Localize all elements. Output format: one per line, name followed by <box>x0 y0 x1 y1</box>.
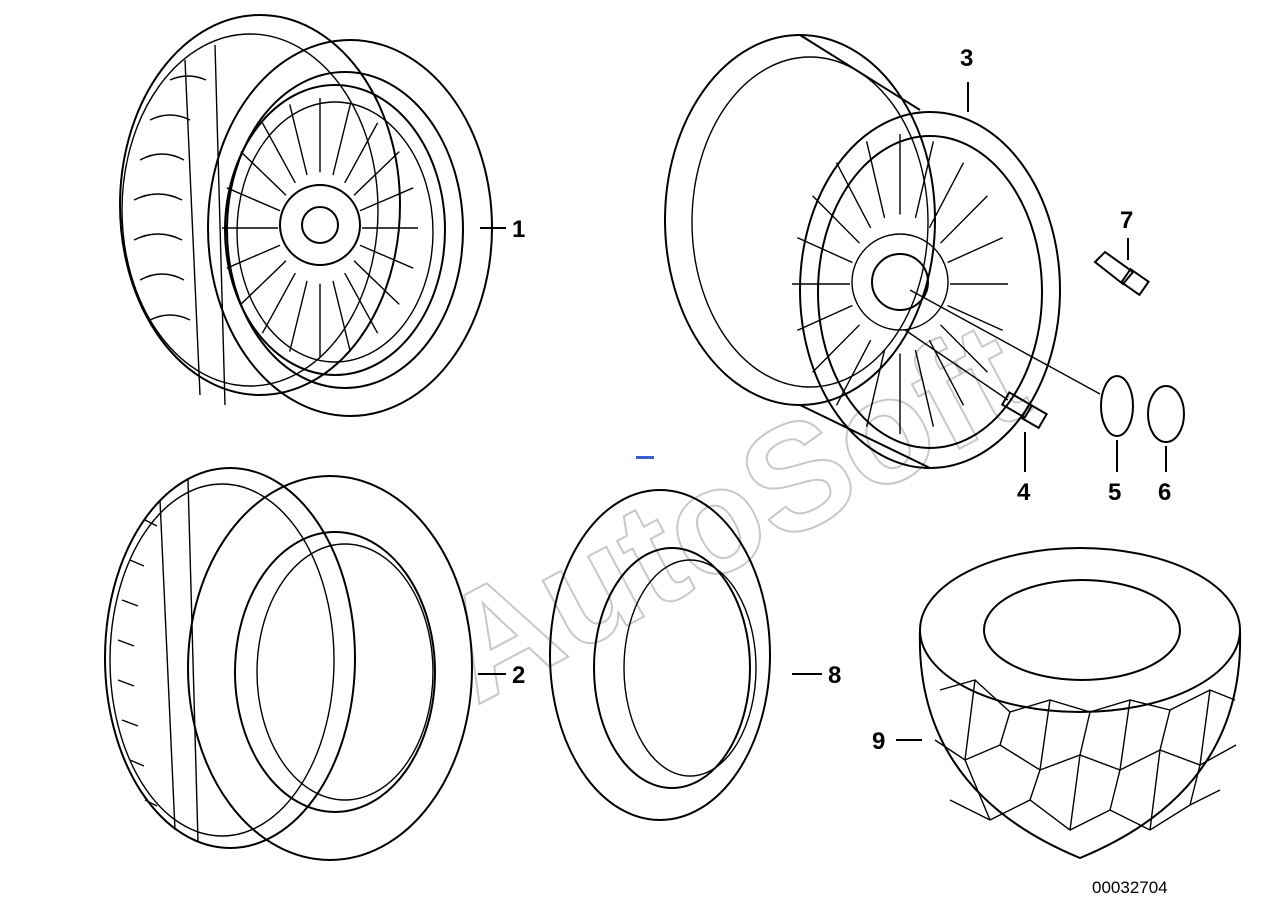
callout-label-3: 3 <box>960 45 973 72</box>
rim-spoke <box>796 237 853 264</box>
callout-label-6: 6 <box>1158 479 1171 506</box>
wheel-spoke <box>261 122 296 184</box>
wheel-spoke <box>261 272 296 334</box>
rim-spoke <box>939 324 988 373</box>
valve-part-7[interactable] <box>1093 238 1150 297</box>
rim-spoke <box>865 349 886 427</box>
wheel-spoke <box>240 151 287 196</box>
wheel-spoke <box>240 260 287 305</box>
callout-label-7: 7 <box>1120 207 1133 234</box>
callout-label-5: 5 <box>1108 479 1121 506</box>
tire-flap-part-8[interactable] <box>549 489 822 821</box>
wheel-spoke <box>359 244 414 269</box>
wheel-spoke <box>226 187 281 212</box>
wheel-spoke <box>332 280 351 352</box>
callout-label-9: 9 <box>872 728 885 755</box>
rim-spoke <box>812 195 861 244</box>
watermark-dash <box>636 456 654 459</box>
drawing-number: 00032704 <box>1092 878 1168 897</box>
wheel-spoke <box>353 151 400 196</box>
rim-spoke <box>796 304 853 331</box>
snow-chain-part-9[interactable] <box>896 547 1242 860</box>
callout-label-8: 8 <box>828 662 841 689</box>
rim-spoke <box>947 237 1004 264</box>
rim-spoke <box>865 141 886 219</box>
tire-part-2[interactable] <box>104 467 506 861</box>
callout-label-4: 4 <box>1017 479 1031 506</box>
wheel-spoke <box>226 244 281 269</box>
wheel-spoke <box>353 260 400 305</box>
rim-spoke <box>914 141 935 219</box>
wheel-spoke <box>289 104 308 176</box>
emblem-part-6[interactable] <box>1147 385 1185 472</box>
rim-spoke <box>939 195 988 244</box>
rim-spoke <box>835 162 872 229</box>
wheel-bolt-part-4[interactable] <box>904 329 1049 472</box>
wheel-spoke <box>289 280 308 352</box>
complete-wheel-part-1[interactable] <box>119 14 506 417</box>
wheel-spoke <box>344 122 379 184</box>
hub-cap-part-5[interactable] <box>909 289 1134 472</box>
wheel-spoke <box>359 187 414 212</box>
wheel-spoke <box>332 104 351 176</box>
rim-spoke <box>947 304 1004 331</box>
callout-label-1: 1 <box>512 216 525 243</box>
callout-label-2: 2 <box>512 662 525 689</box>
rim-spoke <box>914 349 935 427</box>
rim-spoke <box>928 162 965 229</box>
rim-spoke <box>835 339 872 406</box>
wheel-spoke <box>344 272 379 334</box>
watermark-text: AutoSoft <box>412 288 1050 734</box>
rim-spoke <box>812 324 861 373</box>
light-alloy-rim-part-3[interactable] <box>664 34 1061 469</box>
